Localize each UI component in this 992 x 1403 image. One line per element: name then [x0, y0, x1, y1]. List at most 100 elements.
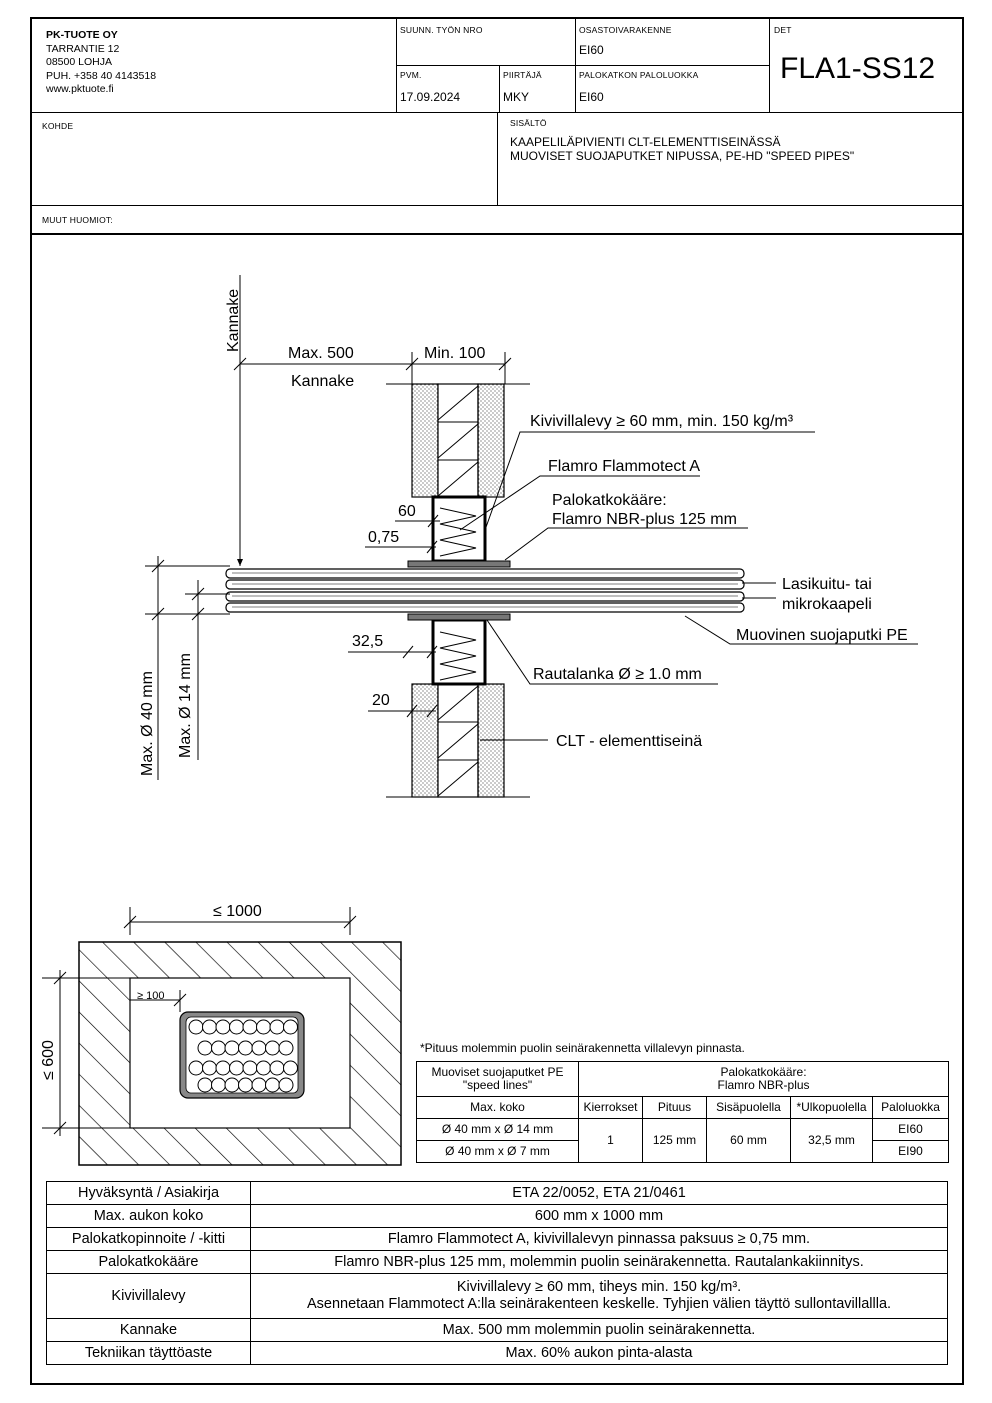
fire-class-label: PALOKATKON PALOLUOKKA	[579, 70, 699, 80]
title-divider-2	[30, 205, 964, 206]
spec-value-line-2: Asennetaan Flammotect A:lla seinärakente…	[306, 1296, 892, 1312]
row-divider	[396, 65, 769, 66]
company-web: www.pktuote.fi	[46, 83, 114, 95]
col-divider-1	[396, 17, 397, 112]
dim075-label: 0,75	[368, 529, 399, 546]
company-name: PK-TUOTE OY	[46, 29, 118, 41]
opening-height-label: ≤ 600	[40, 1040, 57, 1080]
spec-label: Tekniikan täyttöaste	[46, 1341, 251, 1365]
company-street: TARRANTIE 12	[46, 42, 120, 55]
inside-cell: 60 mm	[706, 1118, 791, 1163]
spec-label: Kannake	[46, 1318, 251, 1342]
pipe-circle	[215, 1060, 231, 1076]
support-label: Kannake	[291, 373, 354, 390]
work-no-label: SUUNN. TYÖN NRO	[400, 25, 483, 35]
spec-label: Hyväksyntä / Asiakirja	[46, 1181, 251, 1205]
pipe-circle	[242, 1060, 258, 1076]
max500-label: Max. 500	[288, 345, 354, 362]
pipe-circle	[269, 1060, 285, 1076]
dim325-label: 32,5	[352, 633, 383, 650]
flammotect-label: Flamro Flammotect A	[548, 458, 700, 475]
wrap-line-2: Flamro NBR-plus 125 mm	[552, 511, 737, 528]
pipe-circle	[242, 1019, 258, 1035]
pipe-circle	[211, 1077, 226, 1093]
col-class: Paloluokka	[871, 1096, 950, 1119]
spec-value: Max. 60% aukon pinta-alasta	[250, 1341, 948, 1365]
company-phone: PUH. +358 40 4143518	[46, 69, 157, 82]
row1-class: EI60	[871, 1118, 950, 1141]
pipe-circle	[238, 1077, 253, 1093]
pipe-circle	[283, 1019, 298, 1035]
head-wrap-line-1: Palokatkokääre:	[720, 1065, 807, 1079]
table-row: Hyväksyntä / Asiakirja ETA 22/0052, ETA …	[46, 1181, 948, 1205]
pipe-circle	[283, 1060, 298, 1076]
spec-value-line-1: Kivivillalevy ≥ 60 mm, tiheys min. 150 k…	[456, 1279, 742, 1295]
pipe-circle	[188, 1019, 204, 1035]
pipe-circle	[215, 1019, 231, 1035]
col-size: Max. koko	[416, 1096, 579, 1119]
col-divider-4	[499, 65, 500, 112]
pipe-circle	[229, 1060, 244, 1076]
title-divider-3	[30, 233, 964, 235]
cable-line-1: Lasikuitu- tai	[782, 576, 872, 593]
pipe-circle	[188, 1060, 204, 1076]
date-label: PVM.	[400, 70, 422, 80]
compartment-label: OSASTOIVARAKENNE	[579, 25, 672, 35]
upper-wall	[386, 383, 530, 498]
pe-pipe-label: Muovinen suojaputki PE	[736, 627, 908, 644]
wire-label: Rautalanka Ø ≥ 1.0 mm	[533, 666, 702, 683]
max40-label: Max. Ø 40 mm	[139, 671, 156, 776]
outside-cell: 32,5 mm	[790, 1118, 873, 1163]
head-wrap: Palokatkokääre:Flamro NBR-plus	[577, 1061, 950, 1097]
pipe-circle	[251, 1040, 267, 1056]
spec-label: Max. aukon koko	[46, 1204, 251, 1228]
drawing-frame	[30, 17, 964, 1385]
opening-drawing: ≤ 1000 ≤ 600 ≥ 100	[40, 903, 402, 1166]
spec-value: 600 mm x 1000 mm	[250, 1204, 948, 1228]
pipe-circle	[224, 1040, 240, 1056]
det-label: DET	[774, 25, 792, 35]
head-wrap-line-2: Flamro NBR-plus	[717, 1078, 810, 1092]
spec-label: Palokatkopinnoite / -kitti	[46, 1227, 251, 1251]
row2-class: EI90	[871, 1140, 950, 1163]
sisalto-text: KAAPELILÄPIVIENTI CLT-ELEMENTTISEINÄSSÄ …	[510, 135, 854, 163]
pipe-circle	[202, 1060, 217, 1076]
head-pipes-line-1: Muoviset suojaputket PE	[431, 1065, 564, 1079]
col-inside: Sisäpuolella	[706, 1096, 791, 1119]
spec-label: Kivivillalevy	[46, 1273, 251, 1319]
spec-label: Palokatkokääre	[46, 1250, 251, 1274]
table-row: Tekniikan täyttöaste Max. 60% aukon pint…	[46, 1341, 948, 1365]
dimension-lines	[145, 275, 918, 780]
sisalto-label: SISÄLTÖ	[510, 118, 547, 128]
pipe-circle	[256, 1060, 271, 1076]
company-postal: 08500 LOHJA	[46, 56, 112, 68]
compartment-value: EI60	[579, 43, 604, 57]
opening-width-label: ≤ 1000	[213, 903, 262, 920]
table-row: Max. aukon koko 600 mm x 1000 mm	[46, 1204, 948, 1228]
turns-cell: 1	[578, 1118, 643, 1163]
pipe-circle	[229, 1019, 244, 1035]
col-length: Pituus	[642, 1096, 707, 1119]
drawer-label: PIIRTÄJÄ	[503, 70, 542, 80]
date-value: 17.09.2024	[400, 90, 461, 104]
mineral-wool-label: Kivivillalevy ≥ 60 mm, min. 150 kg/m³	[530, 413, 794, 430]
support-vertical-label: Kannake	[225, 289, 242, 352]
length-cell: 125 mm	[642, 1118, 707, 1163]
kohde-label: KOHDE	[42, 121, 74, 131]
pipe-table: Muoviset suojaputket PE"speed lines" Pal…	[416, 1061, 950, 1163]
pipe-circle	[251, 1077, 267, 1093]
spec-value: ETA 22/0052, ETA 21/0461	[250, 1181, 948, 1205]
fire-class-value: EI60	[579, 90, 604, 104]
pipe-circle	[269, 1019, 285, 1035]
col-outside: *Ulkopuolella	[790, 1096, 873, 1119]
spec-table: Hyväksyntä / Asiakirja ETA 22/0052, ETA …	[46, 1181, 948, 1365]
max14-label: Max. Ø 14 mm	[177, 653, 194, 758]
pipe-circle	[278, 1077, 294, 1093]
pipe-circle	[265, 1040, 280, 1056]
col-divider-2	[575, 17, 576, 112]
pipe-circle	[265, 1077, 280, 1093]
spec-value: Kivivillalevy ≥ 60 mm, tiheys min. 150 k…	[250, 1273, 948, 1319]
pipe-cross-sections	[188, 1019, 298, 1093]
company-info: PK-TUOTE OY TARRANTIE 12 08500 LOHJA PUH…	[46, 29, 156, 97]
